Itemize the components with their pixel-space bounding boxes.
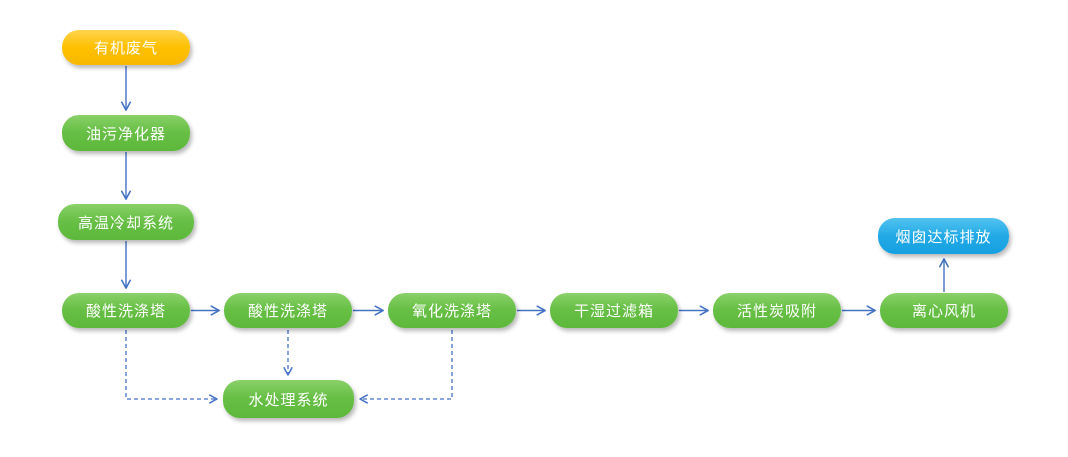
node-oil-purifier: 油污净化器 (62, 115, 190, 151)
node-acid-scrubber-1: 酸性洗涤塔 (62, 293, 190, 328)
node-acid-scrubber-2: 酸性洗涤塔 (224, 293, 352, 328)
node-dry-wet-filter-box: 干湿过滤箱 (550, 293, 678, 328)
node-organic-waste-gas: 有机废气 (62, 30, 190, 65)
node-high-temp-cooling-system: 高温冷却系统 (58, 204, 194, 240)
node-centrifugal-fan: 离心风机 (880, 293, 1008, 328)
node-chimney-compliant-discharge: 烟囱达标排放 (878, 218, 1009, 254)
edge-acid1-to-water (125, 330, 218, 404)
node-activated-carbon-adsorption: 活性炭吸附 (713, 293, 841, 328)
node-water-treatment-system: 水处理系统 (223, 380, 354, 418)
edge-oxidation-to-water (359, 330, 453, 404)
node-oxidation-scrubber: 氧化洗涤塔 (388, 293, 516, 328)
